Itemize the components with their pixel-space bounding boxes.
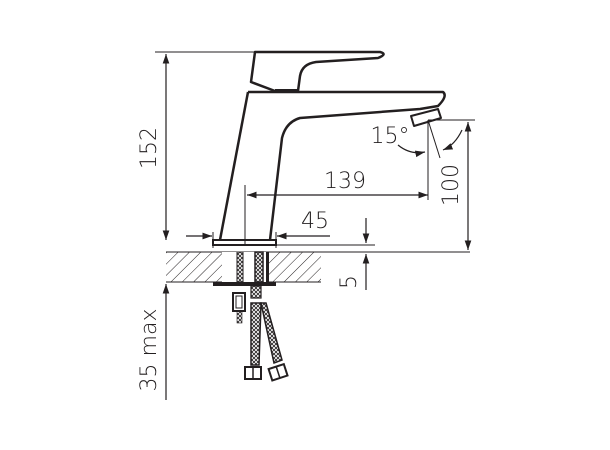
dimension-lines: [155, 51, 475, 400]
dim-label-152: 152: [137, 127, 162, 169]
dim-label-100: 100: [439, 164, 464, 206]
dim-label-139: 139: [324, 169, 366, 194]
countertop: [166, 251, 470, 283]
lever-handle: [249, 50, 385, 93]
dim-label-15deg: 15°: [371, 124, 410, 149]
dim-label-5: 5: [337, 275, 362, 289]
dim-label-45: 45: [301, 209, 329, 234]
faucet-body: [218, 50, 446, 241]
dim-label-35max: 35 max: [137, 309, 162, 392]
mounting-hardware: [232, 251, 289, 382]
aerator: [410, 108, 442, 127]
spout-body: [248, 90, 446, 241]
